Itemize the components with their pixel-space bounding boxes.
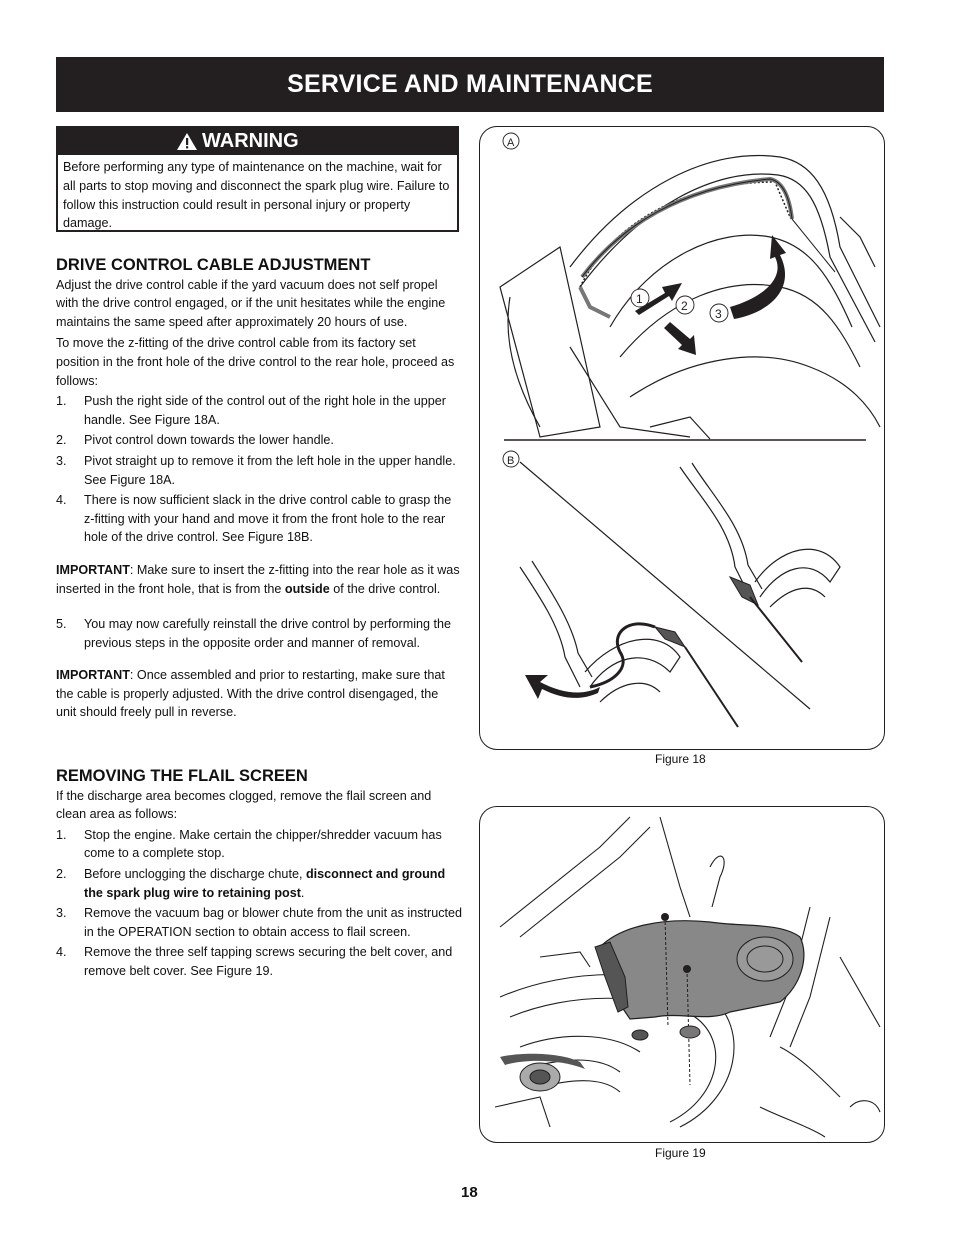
figure-18b-label: B bbox=[507, 455, 514, 467]
figure-19-caption: Figure 19 bbox=[655, 1146, 706, 1160]
page-number: 18 bbox=[461, 1184, 478, 1201]
callout-3: 3 bbox=[715, 307, 722, 321]
warning-header: WARNING bbox=[58, 128, 457, 155]
flail-title: REMOVING THE FLAIL SCREEN bbox=[56, 767, 308, 785]
flail-p1: If the discharge area becomes clogged, r… bbox=[56, 788, 432, 822]
drive-p1: Adjust the drive control cable if the ya… bbox=[56, 277, 446, 329]
figure-19-illustration bbox=[494, 816, 881, 1138]
drive-section: DRIVE CONTROL CABLE ADJUSTMENT Adjust th… bbox=[56, 256, 462, 722]
warning-box: WARNING Before performing any type of ma… bbox=[56, 126, 459, 232]
figure-18-illustration: A 1 2 3 B bbox=[499, 132, 881, 728]
section-header: SERVICE AND MAINTENANCE bbox=[56, 57, 884, 112]
warning-triangle-icon bbox=[176, 132, 198, 151]
list-item: 3.Remove the vacuum bag or blower chute … bbox=[56, 906, 463, 939]
drive-title: DRIVE CONTROL CABLE ADJUSTMENT bbox=[56, 256, 371, 274]
figure-19-panel bbox=[479, 806, 885, 1143]
list-item: 1.Stop the engine. Make certain the chip… bbox=[56, 827, 442, 861]
list-item: 2.Pivot control down towards the lower h… bbox=[56, 433, 334, 448]
figure-18-caption: Figure 18 bbox=[655, 752, 706, 766]
list-item: 1.Push the right side of the control out… bbox=[56, 394, 446, 427]
list-item: 5.You may now carefully reinstall the dr… bbox=[56, 617, 452, 650]
flail-section: REMOVING THE FLAIL SCREEN If the dischar… bbox=[56, 767, 462, 981]
list-item: 2.Before unclogging the discharge chute,… bbox=[56, 866, 446, 900]
warning-text: Before performing any type of maintenanc… bbox=[63, 160, 450, 231]
list-item: 3.Pivot straight up to remove it from th… bbox=[56, 453, 456, 487]
list-item: 4.There is now sufficient slack in the d… bbox=[56, 493, 452, 545]
figure-18a-label: A bbox=[507, 137, 515, 149]
important-note-1: IMPORTANT: Make sure to insert the z-fit… bbox=[56, 562, 460, 596]
list-item: 4.Remove the three self tapping screws s… bbox=[56, 945, 453, 978]
warning-title: WARNING bbox=[202, 130, 299, 152]
callout-2: 2 bbox=[681, 299, 688, 313]
callout-1: 1 bbox=[636, 292, 643, 306]
drive-p2: To move the z-fitting of the drive contr… bbox=[56, 336, 455, 388]
figure-18-panel: A 1 2 3 B bbox=[479, 126, 885, 750]
important-note-2: IMPORTANT: Once assembled and prior to r… bbox=[56, 668, 445, 720]
page-title: SERVICE AND MAINTENANCE bbox=[287, 70, 653, 98]
